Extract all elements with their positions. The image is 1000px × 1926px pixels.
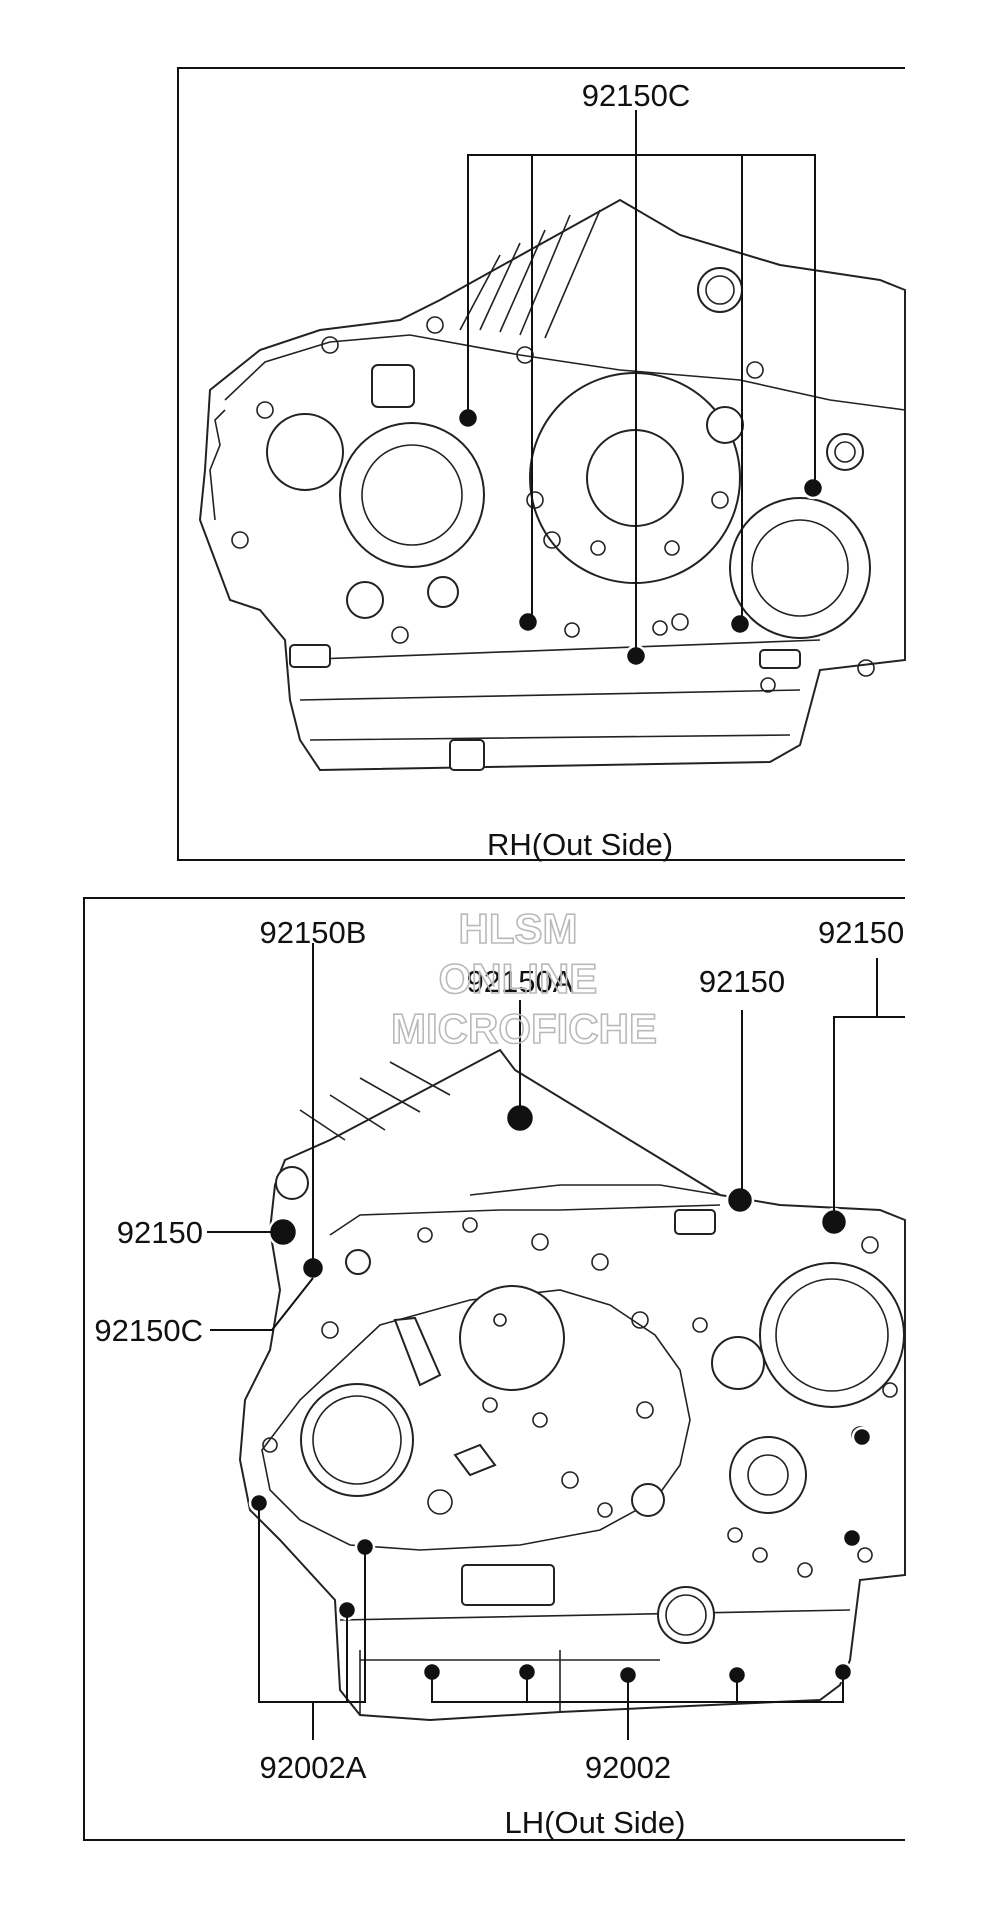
watermark-line-1: HLSM [459,905,578,952]
callout-92150-left: 92150 [117,1215,203,1250]
callout-92150a: 92150A [467,964,574,999]
rh-panel: 92150C RH(Out Side) [177,67,906,862]
lh-panel-frame [83,897,905,1841]
callout-92150c-lh: 92150C [94,1313,203,1348]
lh-leader-lines [207,943,905,1740]
callout-92150-right: 92150 [818,915,904,950]
callout-92150b: 92150B [260,915,367,950]
rh-panel-caption: RH(Out Side) [487,827,673,862]
watermark: HLSM ONLINE MICROFICHE [390,904,658,1053]
lh-panel-caption: LH(Out Side) [505,1805,686,1840]
callout-92002: 92002 [585,1750,671,1785]
rh-crankcase-drawing [198,198,906,772]
lh-crankcase-drawing [238,1048,906,1722]
callout-92150c-rh: 92150C [582,78,691,113]
watermark-line-3: MICROFICHE [391,1005,657,1052]
rh-panel-frame [177,67,905,861]
callout-92150-middle: 92150 [699,964,785,999]
watermark-line-2: ONLINE [439,955,598,1002]
lh-panel: 92150B 92150A 92150 92150 92150 92150C 9… [83,897,906,1841]
rh-leader-lines [467,110,816,656]
callout-92002a: 92002A [260,1750,367,1785]
